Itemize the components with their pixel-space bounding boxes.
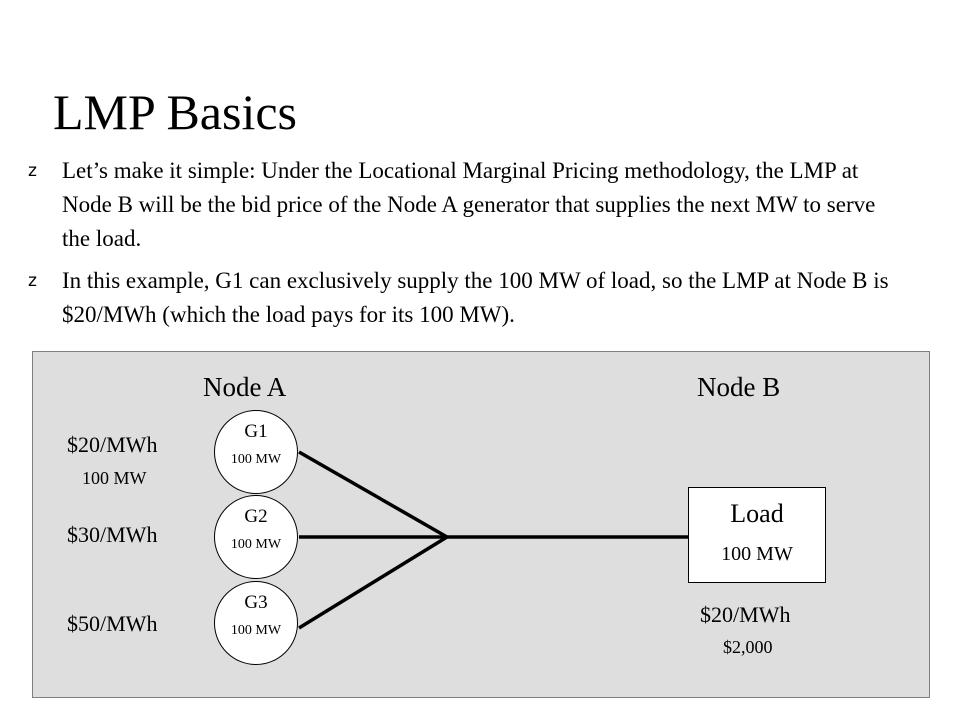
load-box: Load 100 MW (688, 487, 826, 583)
node-a-label: Node A (203, 372, 287, 402)
g2-capacity: 100 MW (230, 537, 282, 552)
load-name: Load (730, 499, 784, 528)
network-diagram: Node A Node B $20/MWh 100 MW $30/MWh $50… (32, 351, 930, 698)
node-b-label: Node B (697, 372, 781, 402)
slide-title: LMP Basics (53, 84, 297, 140)
generator-g1: G1 100 MW (214, 410, 298, 494)
load-lmp-price: $20/MWh (700, 602, 791, 627)
bullet-text: Let’s make it simple: Under the Location… (62, 158, 876, 251)
g3-bid-price: $50/MWh (67, 611, 158, 636)
connection-lines (298, 450, 688, 630)
generator-g2: G2 100 MW (214, 495, 298, 579)
generator-g3: G3 100 MW (214, 581, 298, 665)
g3-name: G3 (244, 592, 268, 613)
bullet-text: In this example, G1 can exclusively supp… (62, 268, 889, 327)
g1-name: G1 (244, 421, 268, 442)
g1-bid-price: $20/MWh (67, 432, 158, 457)
g1-connector-line (298, 450, 448, 539)
g3-connector-line (298, 535, 448, 630)
g1-dispatched-mw: 100 MW (82, 468, 147, 488)
bullet-item: z In this example, G1 can exclusively su… (28, 264, 908, 332)
bullet-marker: z (28, 271, 37, 291)
load-payment: $2,000 (723, 637, 773, 657)
g2-bid-price: $30/MWh (67, 522, 158, 547)
bullet-marker: z (28, 161, 37, 181)
g3-capacity: 100 MW (230, 623, 282, 638)
g1-capacity: 100 MW (230, 452, 282, 467)
bullet-item: z Let’s make it simple: Under the Locati… (28, 154, 908, 256)
g2-name: G2 (244, 506, 268, 527)
load-amount: 100 MW (721, 543, 793, 565)
